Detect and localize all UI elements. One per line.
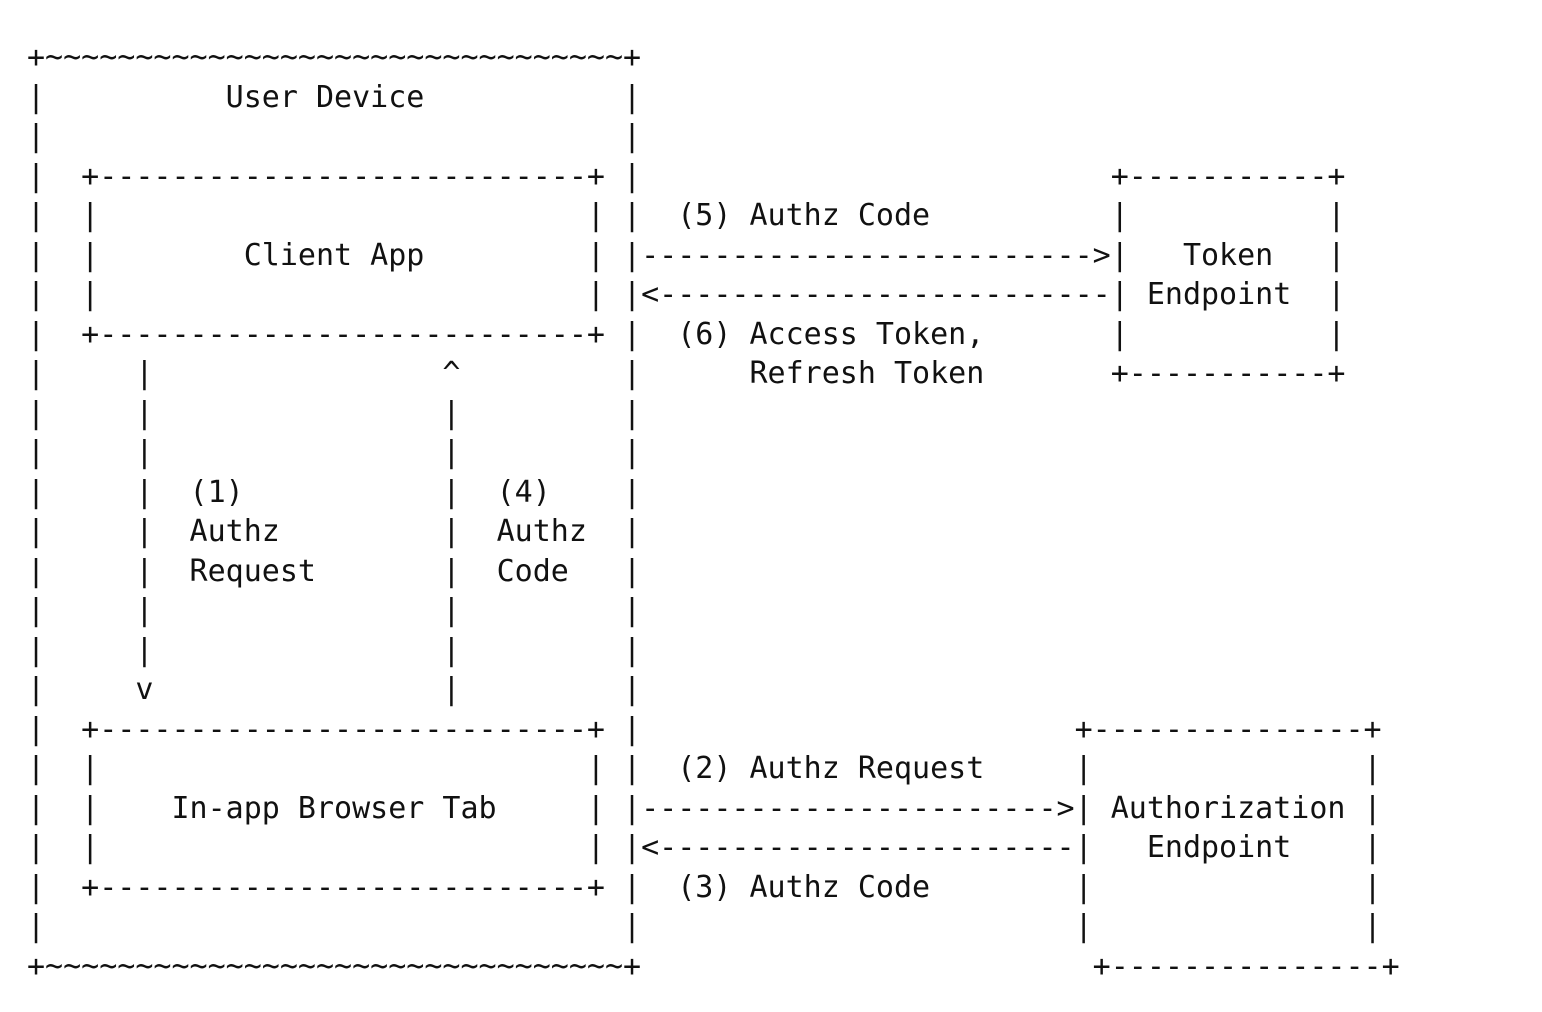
ascii-art-body: +~~~~~~~~~~~~~~~~~~~~~~~~~~~~~~~~+ | Use… (27, 40, 1400, 984)
